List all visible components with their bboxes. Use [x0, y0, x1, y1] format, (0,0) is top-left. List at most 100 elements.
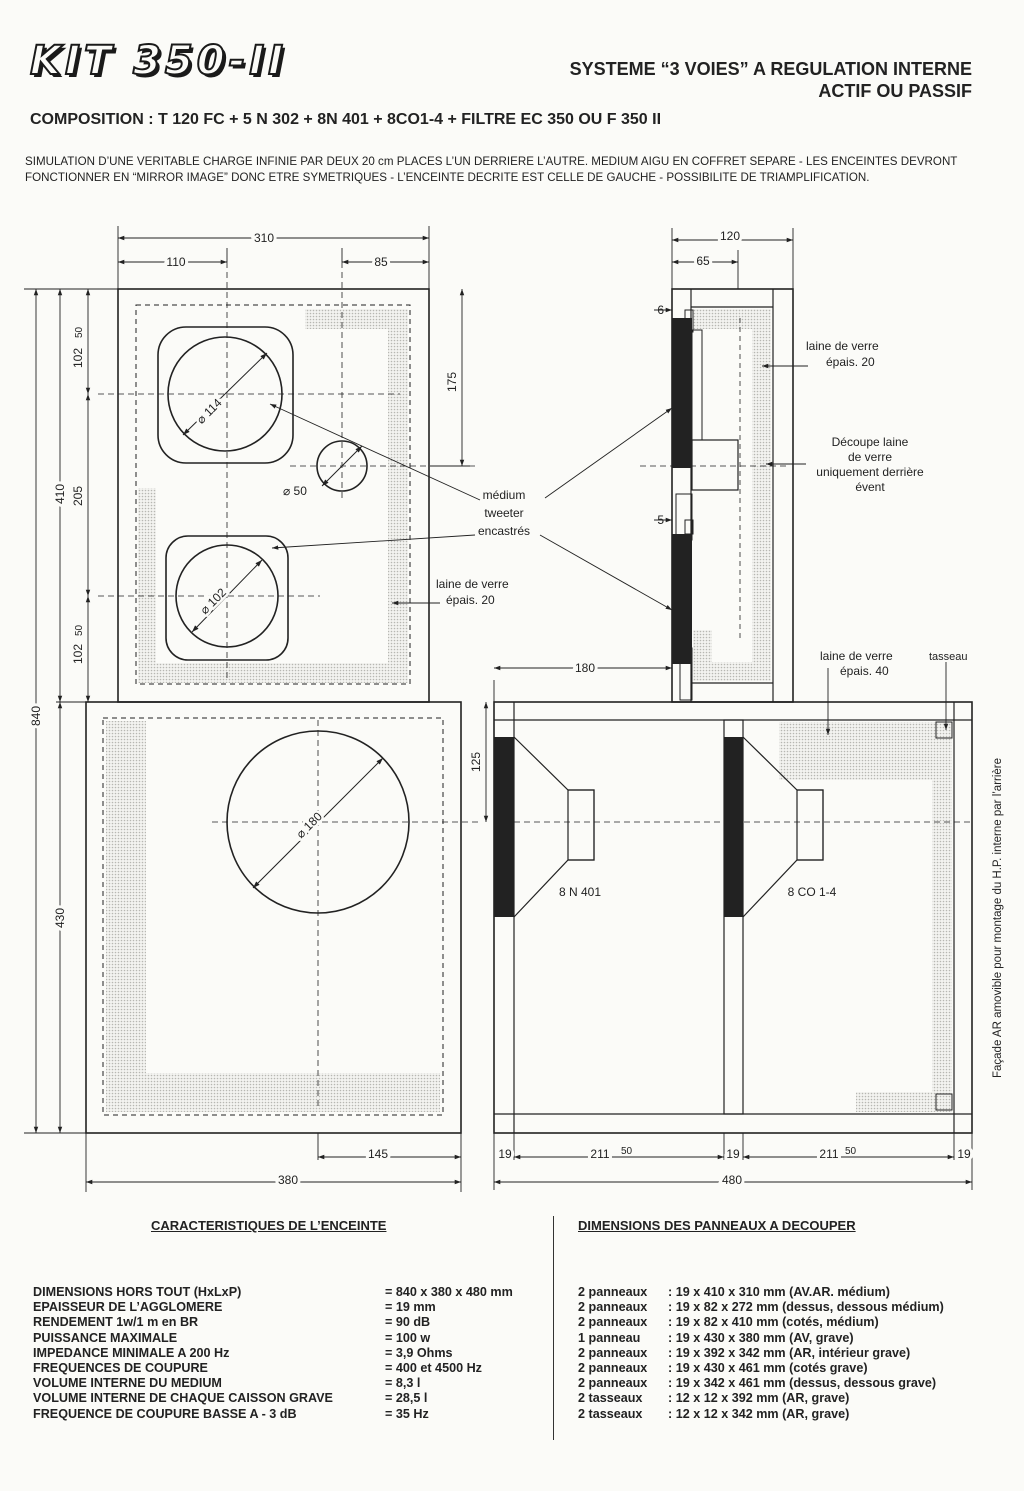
dim-65: 65: [696, 254, 710, 268]
side-medium-box: [640, 288, 794, 703]
dim-211-a-sup: 50: [621, 1146, 633, 1157]
dim-211-b-sup: 50: [845, 1146, 857, 1157]
dim-380: 380: [278, 1173, 298, 1187]
panel-desc: : 12 x 12 x 392 mm (AR, grave): [668, 1391, 850, 1406]
panel-row: 2 panneaux : 19 x 82 x 410 mm (cotés, méd…: [578, 1315, 944, 1330]
label-facade-ar: Façade AR amovible pour montage du H.P. …: [992, 758, 1004, 1078]
front-bass-box: [85, 701, 480, 1134]
panel-desc: : 19 x 342 x 461 mm (dessus, dessous gra…: [668, 1376, 937, 1391]
spec-value: = 28,5 l: [385, 1391, 428, 1406]
subtitle-line-1: SYSTEME “3 VOIES” A REGULATION INTERNE: [569, 59, 972, 79]
dim-430: 430: [53, 908, 67, 928]
panel-desc: : 12 x 12 x 342 mm (AR, grave): [668, 1406, 850, 1421]
panel-qty: 2 panneaux: [578, 1315, 648, 1330]
label-tasseau: tasseau: [929, 651, 968, 663]
panel-qty: 2 panneaux: [578, 1360, 648, 1375]
spec-row: VOLUME INTERNE DU MEDIUM = 8,3 l: [33, 1376, 513, 1391]
diameter-50-label: ⌀ 50: [283, 484, 307, 498]
spec-row: VOLUME INTERNE DE CHAQUE CAISSON GRAVE = …: [33, 1391, 513, 1406]
dim-211-a: 211: [590, 1147, 609, 1161]
spec-row: FREQUENCE DE COUPURE BASSE A - 3 dB = 35 …: [33, 1407, 513, 1422]
dim-125: 125: [469, 752, 483, 772]
panel-qty: 2 panneaux: [578, 1376, 648, 1391]
dim-102-bottom: 102: [71, 644, 85, 664]
spec-row: IMPEDANCE MINIMALE A 200 Hz = 3,9 Ohms: [33, 1346, 513, 1361]
label-driver-8co14: 8 CO 1-4: [788, 885, 837, 899]
spec-value: = 19 mm: [385, 1300, 436, 1315]
system-subtitle: SYSTEME “3 VOIES” A REGULATION INTERNE A…: [570, 58, 972, 102]
spec-row: PUISSANCE MAXIMALE= 100 w: [33, 1331, 513, 1346]
label-tweeter: tweeter: [484, 506, 523, 520]
panel-desc: : 19 x 430 x 380 mm (AV, grave): [668, 1330, 854, 1345]
front-medium-box: [98, 262, 475, 703]
spec-label: DIMENSIONS HORS TOUT (HxLxP): [33, 1285, 242, 1299]
panel-qty: 2 tasseaux: [578, 1391, 643, 1406]
spec-value: = 400 et 4500 Hz: [385, 1360, 482, 1375]
characteristics-heading: CARACTERISTIQUES DE L’ENCEINTE: [151, 1218, 387, 1233]
panel-desc: : 19 x 392 x 342 mm (AR, intérieur grave…: [668, 1345, 911, 1360]
spec-label: EPAISSEUR DE L’AGGLOMERE: [33, 1300, 223, 1315]
panel-desc: : 19 x 82 x 272 mm (dessus, dessous médi…: [668, 1300, 944, 1315]
dim-410: 410: [53, 484, 67, 504]
panels-table: 2 panneaux: 19 x 410 x 310 mm (AV.AR. mé…: [578, 1285, 944, 1422]
label-laine-front-1: laine de verre: [436, 577, 509, 591]
spec-value: = 90 dB: [385, 1315, 431, 1330]
diameter-180-label: ⌀ 180: [293, 809, 325, 841]
composition-line: COMPOSITION : T 120 FC + 5 N 302 + 8N 40…: [30, 111, 662, 128]
intro-paragraph: SIMULATION D’UNE VERITABLE CHARGE INFINI…: [25, 155, 958, 184]
dim-85: 85: [374, 255, 388, 269]
dim-19-b: 19: [726, 1147, 740, 1161]
label-laine-side-2: épais. 20: [826, 355, 875, 369]
spec-value: = 3,9 Ohms: [385, 1345, 453, 1360]
panel-row: 2 panneaux: 19 x 430 x 461 mm (cotés gra…: [578, 1361, 944, 1376]
spec-label: IMPEDANCE MINIMALE A 200 Hz: [33, 1345, 230, 1360]
dim-110: 110: [166, 255, 185, 269]
panel-qty: 2 tasseaux: [578, 1406, 643, 1421]
panel-qty: 2 panneaux: [578, 1345, 648, 1360]
dim-211-b: 211: [819, 1147, 838, 1161]
dim-840: 840: [29, 706, 43, 726]
spec-value: = 8,3 l: [385, 1376, 421, 1391]
label-decoupe-1: Découpe laine: [832, 435, 909, 449]
annotations: médium tweeter encastrés laine de verre …: [436, 339, 1004, 1078]
spec-label: PUISSANCE MAXIMALE: [33, 1330, 178, 1345]
spec-row: EPAISSEUR DE L’AGGLOMERE = 19 mm: [33, 1300, 513, 1315]
label-decoupe-4: évent: [855, 480, 885, 494]
spec-label: RENDEMENT 1w/1 m en BR: [33, 1315, 199, 1330]
dim-6: 6: [657, 303, 664, 317]
dim-180: 180: [575, 661, 595, 675]
spec-value: = 840 x 380 x 480 mm: [385, 1285, 513, 1299]
label-decoupe-2: de verre: [848, 450, 892, 464]
panel-row: 1 panneau: 19 x 430 x 380 mm (AV, grave): [578, 1331, 944, 1346]
dim-205: 205: [71, 486, 85, 506]
section-divider: [553, 1216, 554, 1440]
panel-row: 2 panneaux : 19 x 392 x 342 mm (AR, intér…: [578, 1346, 944, 1361]
panel-row: 2 tasseaux : 12 x 12 x 392 mm (AR, grave): [578, 1391, 944, 1406]
label-laine-side-1: laine de verre: [806, 339, 879, 353]
dimension-lines: [24, 226, 973, 1192]
panels-heading: DIMENSIONS DES PANNEAUX A DECOUPER: [578, 1218, 856, 1233]
spec-row: RENDEMENT 1w/1 m en BR = 90 dB: [33, 1315, 513, 1330]
spec-label: VOLUME INTERNE DE CHAQUE CAISSON GRAVE: [33, 1391, 333, 1406]
spec-label: FREQUENCE DE COUPURE BASSE A - 3 dB: [33, 1406, 297, 1421]
panel-desc: : 19 x 82 x 410 mm (cotés, médium): [668, 1315, 879, 1330]
label-decoupe-3: uniquement derrière: [816, 465, 924, 479]
label-medium: médium: [483, 488, 526, 502]
dim-102-bottom-sup: 50: [74, 624, 85, 636]
dimension-labels: 310 110 85 120 65 180 145 380 480 19 211…: [26, 226, 974, 1190]
side-bass-box: [493, 701, 973, 1134]
dim-19-c: 19: [957, 1147, 971, 1161]
label-driver-8n401: 8 N 401: [559, 885, 601, 899]
dim-145: 145: [368, 1147, 388, 1161]
spec-value: = 35 Hz: [385, 1406, 429, 1421]
dim-480: 480: [722, 1173, 742, 1187]
dim-102-top-sup: 50: [74, 326, 85, 338]
dim-120: 120: [720, 229, 740, 243]
spec-label: FREQUENCES DE COUPURE: [33, 1360, 208, 1375]
dim-19-a: 19: [498, 1147, 512, 1161]
dim-102-top: 102: [71, 348, 85, 368]
panel-qty: 2 panneaux: [578, 1285, 648, 1299]
label-laine-40-1: laine de verre: [820, 649, 893, 663]
spec-label: VOLUME INTERNE DU MEDIUM: [33, 1376, 222, 1391]
